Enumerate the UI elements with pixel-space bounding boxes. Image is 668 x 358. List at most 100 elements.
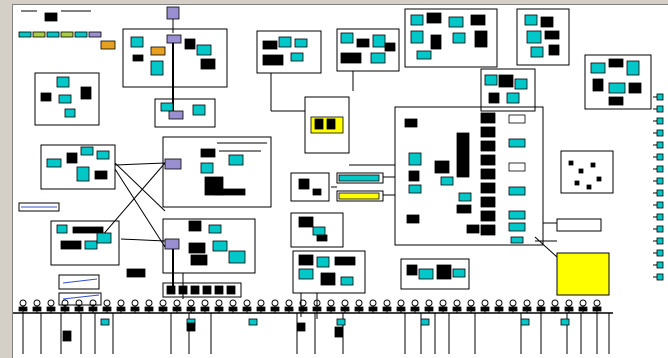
component-block	[160, 102, 174, 112]
top-input-port	[166, 6, 180, 20]
wire	[100, 162, 166, 238]
bus-drop-marker	[186, 322, 196, 332]
component-block-dark	[226, 285, 236, 295]
right-connector-pin	[656, 189, 664, 197]
component-block	[590, 62, 606, 74]
bottom-connector-base	[130, 306, 140, 312]
bottom-connector-base	[424, 306, 434, 312]
right-label-box[interactable]	[556, 218, 602, 232]
bottom-connector-head	[355, 299, 363, 307]
bus-port	[164, 238, 180, 250]
right-connector-pin	[656, 261, 664, 269]
right-connector-pin	[656, 117, 664, 125]
subsystem-top-right-b[interactable]	[516, 8, 570, 66]
bottom-connector-head	[495, 299, 503, 307]
component-block-dark	[434, 160, 450, 174]
legend-bar[interactable]	[18, 202, 60, 212]
bottom-connector-base	[200, 306, 210, 312]
bottom-connector-head	[229, 299, 237, 307]
component-block-dark	[200, 148, 216, 158]
component-block-dark	[316, 234, 328, 242]
subsystem-mid-small-b[interactable]	[290, 172, 330, 202]
bottom-connector-head	[257, 299, 265, 307]
subsystem-upper-center[interactable]	[122, 28, 228, 88]
subsystem-top-cluster-b[interactable]	[336, 28, 400, 72]
component-block	[452, 32, 466, 44]
bottom-connector-base	[550, 306, 560, 312]
component-block-dark	[480, 154, 496, 166]
blue-link	[62, 278, 98, 284]
component-block-dark	[574, 180, 580, 186]
component-block-dark	[480, 196, 496, 208]
bottom-connector-base	[32, 306, 42, 312]
subsystem-center-bus-upper[interactable]	[154, 98, 216, 128]
subsystem-scatter[interactable]	[560, 150, 614, 194]
subsystem-mid-small-a[interactable]	[304, 96, 350, 154]
signal-bar-fill	[338, 192, 380, 200]
subsystem-top-cluster-a[interactable]	[256, 30, 322, 74]
subsystem-right-edge[interactable]	[584, 54, 652, 110]
right-connector-pin	[656, 105, 664, 113]
bottom-connector-head	[285, 299, 293, 307]
bottom-connector-head	[215, 299, 223, 307]
component-block	[316, 256, 330, 268]
wire	[114, 162, 166, 166]
right-connector-pin	[656, 249, 664, 257]
bottom-connector-head	[439, 299, 447, 307]
component-block-dark	[190, 285, 200, 295]
legend-swatch	[46, 31, 60, 38]
component-block-dark	[126, 268, 146, 278]
legend-small[interactable]	[58, 274, 100, 290]
bus-connector-strip[interactable]	[162, 282, 242, 298]
bottom-connector-base	[144, 306, 154, 312]
subsystem-top-right-a[interactable]	[404, 8, 498, 68]
bus-port	[168, 110, 184, 120]
component-block	[608, 82, 626, 94]
subsystem-left-lower[interactable]	[50, 220, 120, 266]
component-block	[408, 152, 422, 166]
component-block-dark	[72, 226, 104, 234]
subsystem-center-bus-upper-frame[interactable]	[162, 136, 272, 208]
blue-link	[62, 294, 100, 300]
bottom-connector-head	[327, 299, 335, 307]
component-block-dark	[190, 254, 208, 266]
highlighted-block[interactable]	[556, 252, 610, 296]
subsystem-left-middle[interactable]	[40, 144, 116, 190]
component-block	[448, 16, 464, 28]
component-block-dark	[480, 182, 496, 194]
component-block-dark	[470, 14, 486, 26]
component-block-dark	[262, 54, 284, 66]
component-block-dark	[568, 160, 574, 166]
subsystem-main-controller[interactable]	[394, 106, 544, 246]
bottom-connector-head	[131, 299, 139, 307]
component-block-dark	[214, 188, 246, 196]
bottom-connector-base	[564, 306, 574, 312]
subsystem-main-controller-header[interactable]	[480, 68, 536, 112]
component-block-dark	[592, 78, 604, 92]
subsystem-lower-right[interactable]	[400, 258, 470, 290]
component-block	[340, 276, 354, 286]
signal-bar-b[interactable]	[336, 190, 384, 202]
component-block	[626, 60, 640, 76]
component-block-dark	[166, 285, 176, 295]
component-block	[150, 60, 164, 76]
signal-bar-a[interactable]	[336, 172, 384, 184]
subsystem-lower-center[interactable]	[292, 250, 366, 294]
subsystem-left-upper[interactable]	[34, 72, 100, 126]
legend-swatch-orange	[100, 40, 116, 50]
legend-small-b[interactable]	[58, 292, 102, 306]
bottom-connector-base	[102, 306, 112, 312]
bottom-connector-base	[578, 306, 588, 312]
bottom-connector-head	[47, 299, 55, 307]
subsystem-center-bus-lower[interactable]	[162, 218, 256, 274]
subsystem-mid-small-c[interactable]	[290, 212, 344, 248]
component-block-dark	[406, 214, 420, 224]
component-block	[506, 92, 520, 104]
right-connector-pin	[656, 165, 664, 173]
bottom-connector-base	[382, 306, 392, 312]
component-block	[58, 94, 72, 104]
component-block-dark	[334, 256, 356, 266]
bus-drop-marker	[560, 318, 570, 326]
diagram-canvas[interactable]	[12, 4, 668, 358]
bottom-connector-base	[74, 306, 84, 312]
